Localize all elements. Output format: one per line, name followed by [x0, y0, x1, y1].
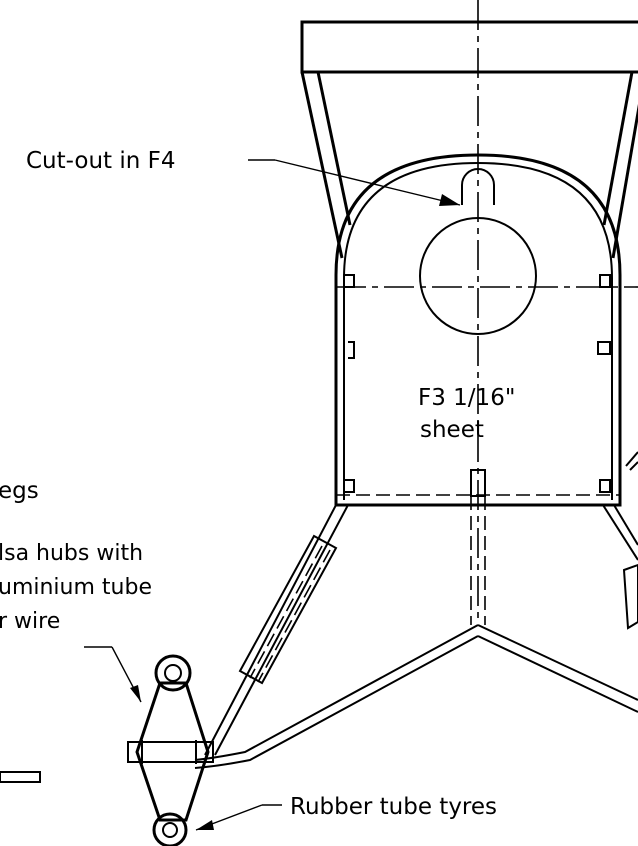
label-legs: egs — [0, 478, 39, 504]
leg-sleeve-right — [622, 563, 638, 630]
cutout-leader — [248, 159, 461, 206]
leg-sleeve — [238, 534, 338, 685]
left-fragment — [0, 771, 41, 783]
label-former-line2: sheet — [420, 417, 484, 443]
centre-spine — [470, 469, 486, 625]
tyres-leader — [195, 804, 282, 831]
cutout-hole — [419, 168, 537, 335]
label-hubs-line1: lsa hubs with — [0, 541, 143, 566]
f4-box — [300, 20, 638, 259]
wheel — [127, 654, 214, 846]
wire-undercarriage — [194, 504, 638, 769]
label-cutout: Cut-out in F4 — [26, 148, 176, 174]
label-tyres: Rubber tube tyres — [290, 794, 497, 820]
label-former-line1: F3 1/16" — [418, 385, 515, 411]
wire-leader — [84, 646, 142, 703]
right-fitting — [625, 451, 638, 471]
label-wire: r wire — [0, 609, 60, 634]
label-hubs-line2: uminium tube — [0, 575, 152, 600]
